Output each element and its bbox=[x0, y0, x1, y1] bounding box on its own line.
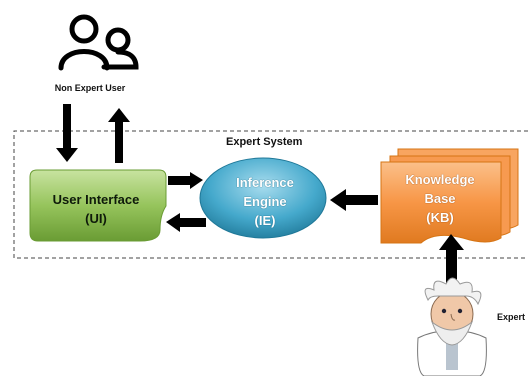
knowledge-base-label: Knowledge Base (KB) bbox=[380, 170, 500, 227]
user-interface-box bbox=[29, 169, 167, 242]
arrow-expert-to-kb bbox=[439, 234, 464, 286]
arrow-ui-to-ie bbox=[168, 172, 203, 189]
inference-engine-ellipse bbox=[199, 157, 327, 239]
inference-engine-abbr: (IE) bbox=[254, 213, 276, 228]
arrow-up-to-user bbox=[108, 108, 130, 163]
user-interface-label: User Interface (UI) bbox=[30, 190, 162, 228]
inference-engine-label: Inference Engine (IE) bbox=[200, 173, 330, 230]
user-interface-name: User Interface bbox=[52, 192, 140, 207]
user-interface-abbr: (UI) bbox=[85, 211, 107, 226]
arrow-kb-to-ie bbox=[330, 189, 378, 211]
inference-engine-line2: Engine bbox=[243, 194, 287, 209]
knowledge-base-abbr: (KB) bbox=[426, 210, 454, 225]
expert-system-label: Expert System bbox=[226, 136, 303, 148]
non-expert-user-label: Non Expert User bbox=[54, 83, 126, 93]
users-icon bbox=[58, 14, 139, 71]
scientist-icon bbox=[417, 277, 487, 376]
knowledge-base-line2: Base bbox=[424, 191, 456, 206]
arrow-down-to-ui bbox=[56, 104, 78, 162]
expert-label: Expert bbox=[497, 312, 526, 322]
arrow-ie-to-ui bbox=[166, 213, 206, 232]
inference-engine-line1: Inference bbox=[236, 175, 294, 190]
knowledge-base-box bbox=[380, 148, 519, 244]
expert-system-boundary bbox=[13, 130, 528, 259]
knowledge-base-line1: Knowledge bbox=[405, 172, 475, 187]
